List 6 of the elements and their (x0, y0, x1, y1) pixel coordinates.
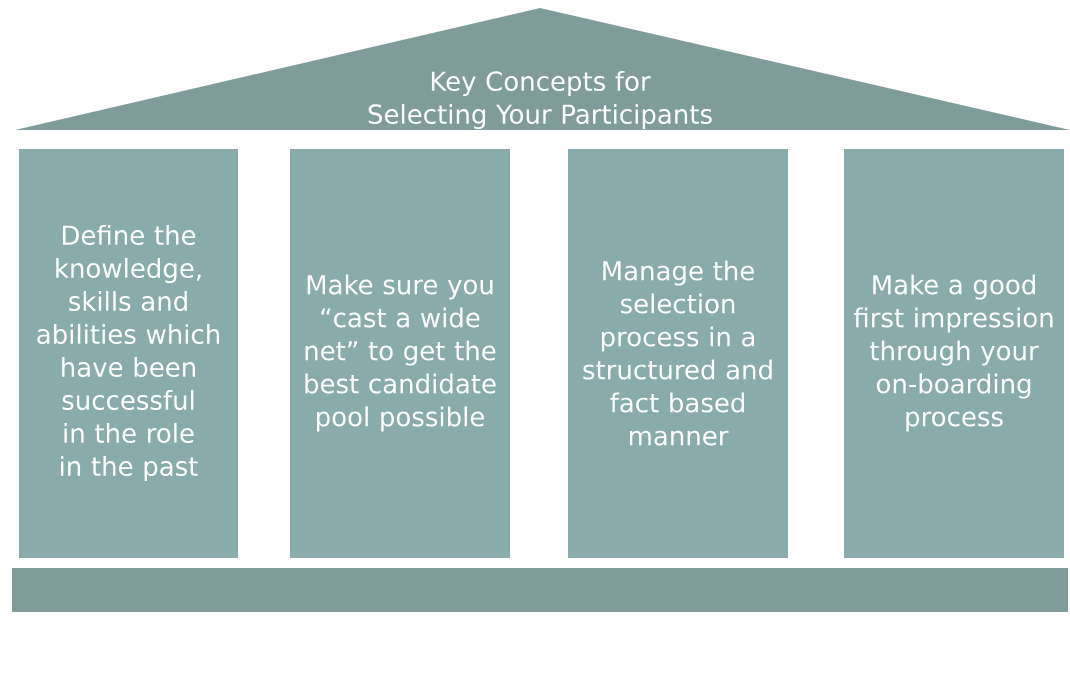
pillar: Define the knowledge, skills and abilities which have been successful in the role in the past (15, 145, 242, 562)
pillar: Make a good first impression through your on-boarding process (840, 145, 1068, 562)
pillar: Make sure you “cast a wide net” to get the best candidate pool possible (286, 145, 514, 562)
pillar: Manage the selection process in a structured and fact based manner (564, 145, 792, 562)
base-bar (12, 568, 1068, 612)
roof: Key Concepts for Selecting Your Participants (15, 8, 1070, 130)
